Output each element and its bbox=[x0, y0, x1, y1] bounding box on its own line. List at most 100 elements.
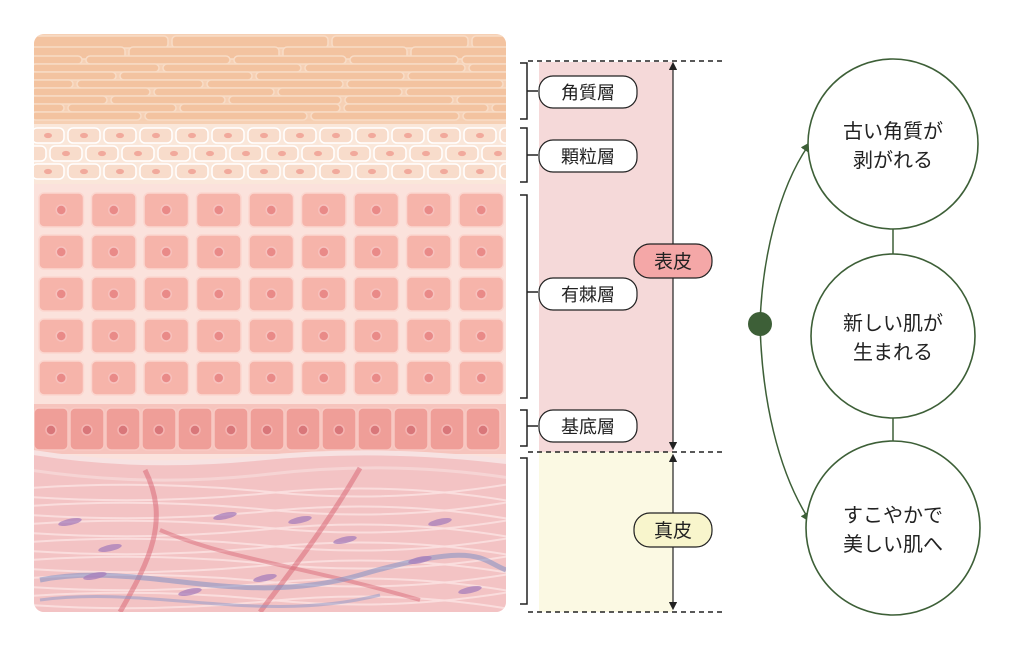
granular-nucleus bbox=[170, 150, 178, 157]
corneum-plate bbox=[144, 111, 308, 121]
granular-nucleus bbox=[44, 132, 52, 139]
svg-text:新しい肌が: 新しい肌が bbox=[843, 311, 943, 335]
granular-nucleus bbox=[260, 168, 268, 175]
granular-nucleus bbox=[260, 132, 268, 139]
label-stratum-corneum: 角質層 bbox=[538, 75, 638, 109]
spinous-nucleus bbox=[370, 204, 382, 216]
corneum-plate bbox=[343, 103, 489, 113]
fibroblast bbox=[408, 555, 432, 565]
fibroblast bbox=[58, 517, 82, 527]
corneum-plate bbox=[119, 71, 253, 81]
stratum-basale-graphic bbox=[34, 404, 506, 454]
basal-nucleus bbox=[117, 424, 129, 436]
spinous-nucleus bbox=[370, 330, 382, 342]
spinous-nucleus bbox=[265, 246, 277, 258]
spinous-nucleus bbox=[423, 372, 435, 384]
collagen-fiber bbox=[34, 487, 506, 502]
corneum-plate bbox=[277, 87, 403, 97]
corneum-plate bbox=[34, 87, 151, 97]
svg-text:表皮: 表皮 bbox=[654, 251, 692, 273]
corneum-plate bbox=[304, 63, 466, 73]
fibroblast bbox=[253, 573, 277, 583]
corneum-plate bbox=[310, 111, 460, 121]
granular-nucleus bbox=[296, 168, 304, 175]
corneum-plate bbox=[349, 55, 459, 65]
granular-nucleus bbox=[422, 150, 430, 157]
granular-nucleus bbox=[386, 150, 394, 157]
basal-nucleus bbox=[333, 424, 345, 436]
granular-nucleus bbox=[476, 168, 484, 175]
spinous-nucleus bbox=[423, 330, 435, 342]
granular-nucleus bbox=[80, 132, 88, 139]
corneum-plate bbox=[34, 79, 74, 89]
corneum-plate bbox=[255, 71, 405, 81]
spinous-nucleus bbox=[55, 372, 67, 384]
granular-nucleus bbox=[332, 168, 340, 175]
granular-nucleus bbox=[116, 168, 124, 175]
cycle-arrow-down bbox=[759, 323, 811, 523]
stratum-spinosum-graphic bbox=[38, 192, 505, 396]
granular-nucleus bbox=[206, 150, 214, 157]
corneum-plate bbox=[471, 35, 506, 49]
spinous-nucleus bbox=[318, 204, 330, 216]
granular-nucleus bbox=[404, 168, 412, 175]
turnover-cycle: 古い角質が 剥がれる 新しい肌が 生まれる すこやかで 美しい肌へ bbox=[748, 58, 981, 616]
corneum-plate bbox=[206, 79, 344, 89]
basal-nucleus bbox=[225, 424, 237, 436]
basal-nucleus bbox=[261, 424, 273, 436]
basal-nucleus bbox=[369, 424, 381, 436]
granular-nucleus bbox=[224, 168, 232, 175]
label-stratum-granulosum: 顆粒層 bbox=[538, 139, 638, 173]
corneum-plate bbox=[468, 63, 506, 73]
granular-nucleus bbox=[296, 132, 304, 139]
spinous-nucleus bbox=[370, 288, 382, 300]
granular-nucleus bbox=[512, 133, 520, 138]
spinous-nucleus bbox=[370, 372, 382, 384]
collagen-fiber bbox=[34, 541, 506, 556]
fibroblast bbox=[213, 511, 237, 521]
granular-cell bbox=[499, 127, 506, 144]
spinous-nucleus bbox=[265, 204, 277, 216]
svg-text:生まれる: 生まれる bbox=[853, 340, 933, 364]
corneum-plate bbox=[228, 95, 342, 105]
svg-text:真皮: 真皮 bbox=[654, 520, 692, 542]
spinous-nucleus bbox=[55, 246, 67, 258]
corneum-plate bbox=[233, 55, 347, 65]
granular-cell bbox=[34, 145, 47, 162]
fibroblast-cells bbox=[58, 511, 482, 597]
collagen-fiber bbox=[34, 505, 506, 520]
corneum-plate bbox=[34, 63, 160, 73]
collagen-fiber bbox=[34, 559, 506, 574]
stratum-corneum-graphic bbox=[34, 34, 506, 124]
corneum-plate bbox=[153, 87, 275, 97]
fibroblast bbox=[98, 543, 122, 553]
spinous-nucleus bbox=[370, 246, 382, 258]
spinous-nucleus bbox=[108, 330, 120, 342]
cycle-arrow-up bbox=[759, 141, 811, 325]
dermis-graphic bbox=[34, 449, 506, 612]
svg-text:美しい肌へ: 美しい肌へ bbox=[843, 532, 943, 556]
granular-nucleus bbox=[476, 132, 484, 139]
granular-nucleus bbox=[512, 169, 520, 174]
corneum-plate bbox=[34, 95, 108, 105]
spinous-nucleus bbox=[265, 288, 277, 300]
basal-nucleus bbox=[153, 424, 165, 436]
spinous-nucleus bbox=[108, 204, 120, 216]
granular-nucleus bbox=[440, 168, 448, 175]
blood-vessel-blue bbox=[39, 552, 506, 591]
corneum-plate bbox=[346, 79, 504, 89]
spinous-nucleus bbox=[213, 204, 225, 216]
basal-nucleus bbox=[477, 424, 489, 436]
layer-brackets bbox=[520, 62, 538, 605]
fibroblast bbox=[83, 571, 107, 581]
corneum-plate bbox=[162, 63, 302, 73]
corneum-plate bbox=[34, 103, 65, 113]
basal-nucleus bbox=[405, 424, 417, 436]
corneum-plate bbox=[171, 35, 329, 49]
blood-vessel-red bbox=[117, 468, 159, 612]
blood-vessel-blue bbox=[39, 593, 381, 608]
spinous-nucleus bbox=[318, 372, 330, 384]
granular-nucleus bbox=[152, 132, 160, 139]
corneum-plate bbox=[76, 79, 204, 89]
